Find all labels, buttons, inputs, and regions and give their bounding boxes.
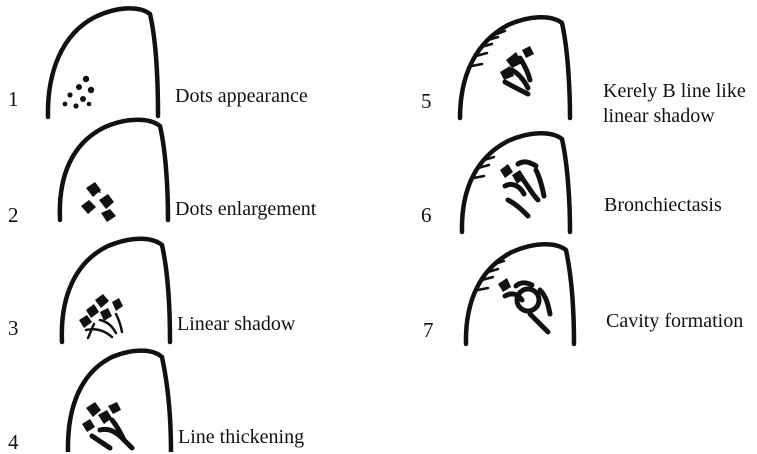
lung-apex-drawing-3 — [62, 239, 170, 342]
stage-label-4-line-1: Line thickening — [178, 425, 304, 450]
dot-cluster-1 — [63, 76, 95, 109]
kerley-b-lines-5 — [472, 31, 534, 94]
stage-label-2: Dots enlargement — [175, 197, 316, 222]
stage-number-7: 7 — [423, 320, 434, 341]
stage-label-5: Kerely B line like linear shadow — [603, 79, 746, 129]
stage-label-3-line-1: Linear shadow — [177, 312, 295, 337]
stage-label-5-line-1: Kerely B line like — [603, 79, 746, 104]
thickened-lines-4 — [82, 402, 132, 448]
stage-number-1: 1 — [8, 89, 19, 110]
stage-label-1-line-1: Dots appearance — [175, 84, 308, 109]
stage-label-6: Bronchiectasis — [604, 193, 722, 218]
enlarged-dots-2 — [81, 182, 116, 222]
stage-number-5: 5 — [421, 91, 432, 112]
bronchiectasis-6 — [474, 157, 544, 216]
stage-number-3: 3 — [8, 318, 19, 339]
lung-apex-drawing-5 — [460, 17, 570, 118]
lung-apex-drawing-7 — [466, 244, 574, 344]
stage-label-7: Cavity formation — [606, 309, 743, 334]
stage-label-5-line-2: linear shadow — [603, 104, 746, 129]
stage-label-4: Line thickening — [178, 425, 304, 450]
stage-label-7-line-1: Cavity formation — [606, 309, 743, 334]
stage-label-2-line-1: Dots enlargement — [175, 197, 316, 222]
stage-label-1: Dots appearance — [175, 84, 308, 109]
stage-label-6-line-1: Bronchiectasis — [604, 193, 722, 218]
stage-number-2: 2 — [8, 205, 19, 226]
stage-label-3: Linear shadow — [177, 312, 295, 337]
lung-apex-drawing-4 — [68, 351, 171, 452]
cavity-formation-7 — [478, 261, 550, 332]
lung-apex-drawing-6 — [462, 133, 570, 232]
lung-apex-drawing-1 — [48, 8, 158, 117]
stage-number-4: 4 — [8, 432, 19, 453]
linear-shadow-3 — [79, 294, 123, 338]
lung-apex-drawing-2 — [60, 120, 168, 222]
stage-number-6: 6 — [421, 205, 432, 226]
